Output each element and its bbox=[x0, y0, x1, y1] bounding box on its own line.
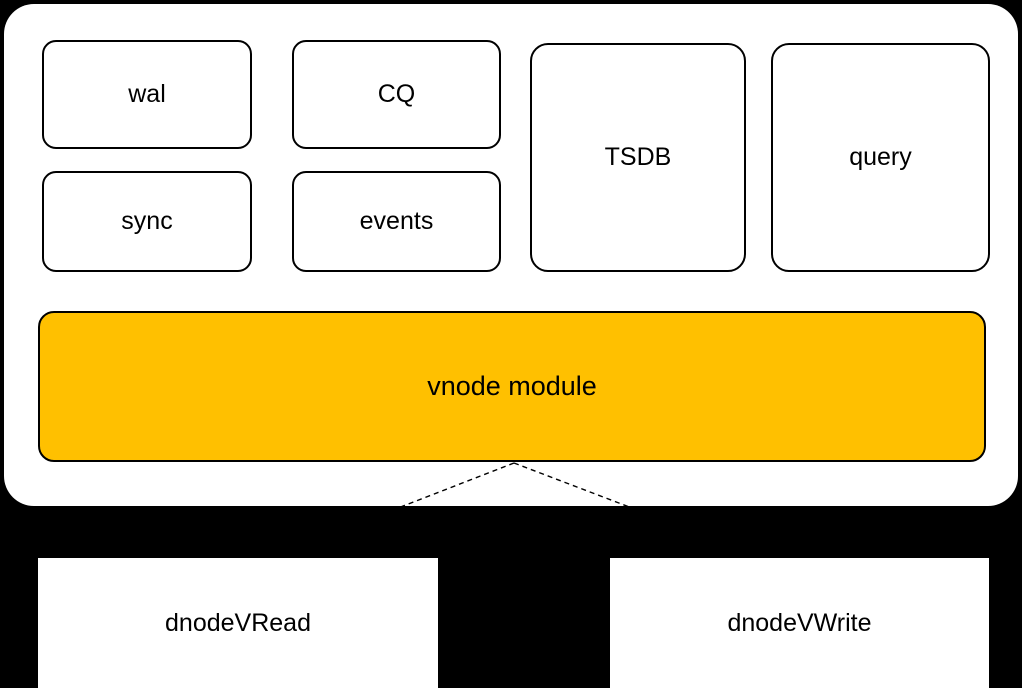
dnode-box-vwrite[interactable]: dnodeVWrite bbox=[610, 558, 989, 688]
module-box-wal[interactable]: wal bbox=[42, 40, 252, 149]
module-label-sync: sync bbox=[121, 207, 173, 235]
dnode-label-vwrite: dnodeVWrite bbox=[727, 608, 872, 637]
dnode-box-vread[interactable]: dnodeVRead bbox=[38, 558, 438, 688]
module-label-tsdb: TSDB bbox=[604, 143, 672, 171]
module-label-query: query bbox=[849, 143, 912, 171]
module-label-wal: wal bbox=[128, 80, 166, 108]
vnode-module-bar[interactable]: vnode module bbox=[38, 311, 986, 462]
module-box-events[interactable]: events bbox=[292, 171, 501, 272]
module-label-events: events bbox=[359, 207, 434, 235]
module-box-sync[interactable]: sync bbox=[42, 171, 252, 272]
module-label-cq: CQ bbox=[377, 80, 416, 108]
module-box-cq[interactable]: CQ bbox=[292, 40, 501, 149]
diagram-canvas: wal sync CQ events TSDB query vnode modu… bbox=[4, 4, 1018, 688]
module-box-query[interactable]: query bbox=[771, 43, 990, 272]
module-box-tsdb[interactable]: TSDB bbox=[530, 43, 746, 272]
dnode-label-vread: dnodeVRead bbox=[165, 608, 311, 637]
vnode-module-label: vnode module bbox=[427, 371, 597, 401]
